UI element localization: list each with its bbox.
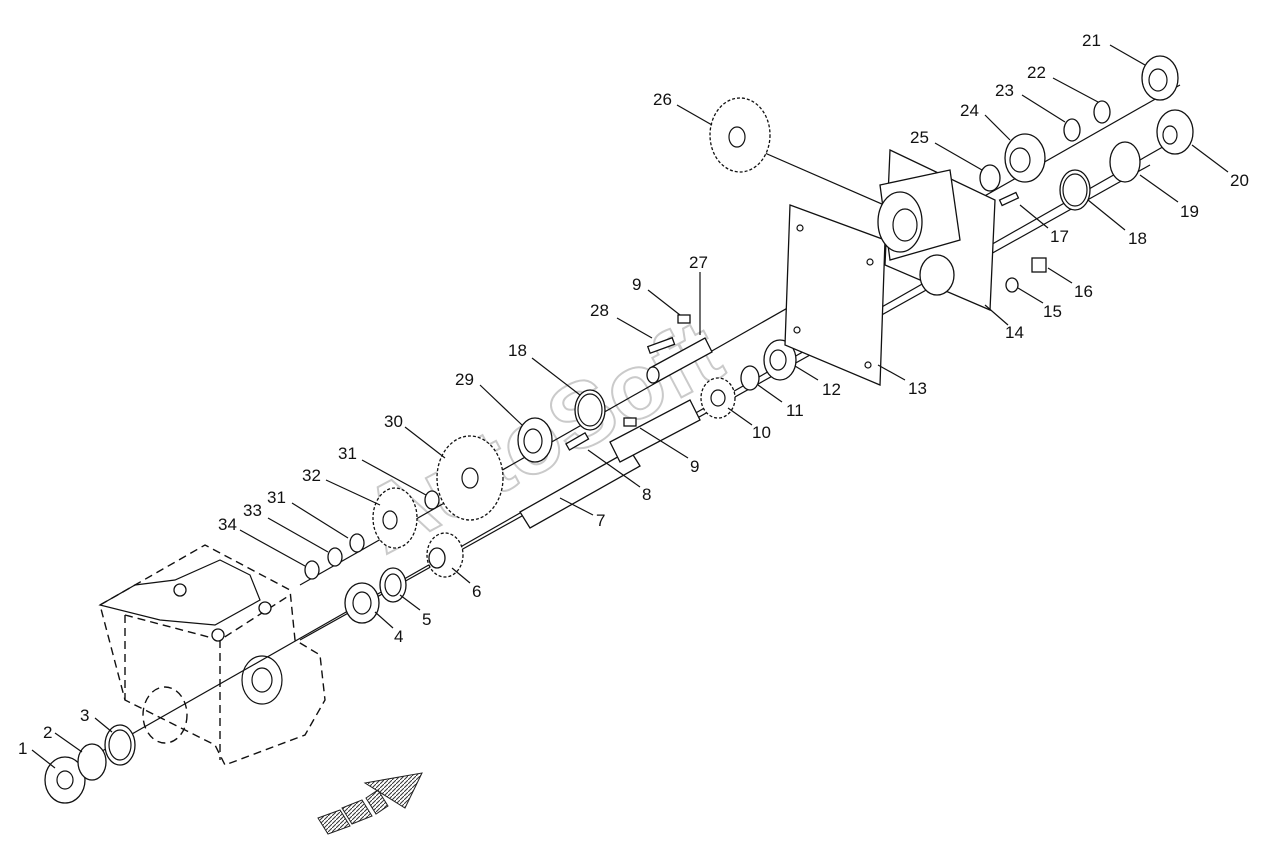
circlip-part-19 <box>1109 141 1141 183</box>
callout-5: 5 <box>422 610 431 629</box>
key-part-28 <box>646 336 676 355</box>
callout-10: 10 <box>752 423 771 442</box>
gasket-part-13 <box>784 204 886 386</box>
ring-part-22 <box>1093 100 1111 124</box>
callout-18-left: 18 <box>508 341 527 360</box>
callout-33: 33 <box>243 501 262 520</box>
callout-25: 25 <box>910 128 929 147</box>
callout-13: 13 <box>908 379 927 398</box>
ring-part-18-right <box>1059 169 1091 211</box>
splined-shaft-part-7 <box>519 399 701 529</box>
callout-6: 6 <box>472 582 481 601</box>
callout-1: 1 <box>18 739 27 758</box>
callout-17: 17 <box>1050 227 1069 246</box>
callout-27: 27 <box>689 253 708 272</box>
key-part-9-upper <box>677 314 691 324</box>
key-part-8 <box>565 432 590 451</box>
bearing-part-24 <box>1004 133 1046 183</box>
callout-21: 21 <box>1082 31 1101 50</box>
callout-4: 4 <box>394 627 403 646</box>
callout-14: 14 <box>1005 323 1024 342</box>
ring-part-34 <box>304 560 320 580</box>
callout-16: 16 <box>1074 282 1093 301</box>
bolt-part-16 <box>1031 257 1047 273</box>
ring-part-23 <box>1063 118 1081 142</box>
seal-part-1 <box>44 756 86 804</box>
ring-part-31-upper <box>424 490 440 510</box>
circlip-part-2 <box>77 743 107 781</box>
callout-3: 3 <box>80 706 89 725</box>
callout-18-right: 18 <box>1128 229 1147 248</box>
leader-lines <box>31 44 1229 769</box>
bevel-pinion-part-6 <box>426 532 464 578</box>
bearing-part-4 <box>344 582 380 624</box>
callout-23: 23 <box>995 81 1014 100</box>
callout-12: 12 <box>822 380 841 399</box>
callout-15: 15 <box>1043 302 1062 321</box>
ring-part-11 <box>740 365 760 391</box>
ring-part-3 <box>104 724 136 766</box>
part-callouts: 1 2 3 4 5 6 7 8 9 9 10 11 12 13 14 15 16… <box>18 31 1249 758</box>
callout-9-upper: 9 <box>632 275 641 294</box>
bevel-gear-part-30 <box>436 435 504 521</box>
seal-part-21 <box>1141 55 1179 101</box>
callout-24: 24 <box>960 101 979 120</box>
ring-part-18-left <box>574 389 606 431</box>
callout-19: 19 <box>1180 202 1199 221</box>
direction-arrow-icon <box>317 772 423 835</box>
callout-31-upper: 31 <box>338 444 357 463</box>
callout-7: 7 <box>596 511 605 530</box>
spacer-part-5 <box>379 567 407 603</box>
ring-part-25 <box>979 164 1001 192</box>
callout-9-lower: 9 <box>690 457 699 476</box>
callout-28: 28 <box>590 301 609 320</box>
shaft-part-27 <box>646 337 713 384</box>
bearing-part-29 <box>517 417 553 463</box>
callout-32: 32 <box>302 466 321 485</box>
callout-34: 34 <box>218 515 237 534</box>
seal-part-20 <box>1156 109 1194 155</box>
gear-part-10 <box>700 377 736 419</box>
bevel-gear-part-32 <box>372 487 418 549</box>
ring-part-33 <box>327 547 343 567</box>
gearbox-housing <box>98 544 326 766</box>
callout-22: 22 <box>1027 63 1046 82</box>
bearing-part-12 <box>763 339 797 381</box>
callout-31-lower: 31 <box>267 488 286 507</box>
callout-8: 8 <box>642 485 651 504</box>
callout-29: 29 <box>455 370 474 389</box>
ring-part-31-lower <box>349 533 365 553</box>
callout-20: 20 <box>1230 171 1249 190</box>
pin-part-17 <box>998 191 1020 207</box>
key-part-9-lower <box>623 417 637 427</box>
callout-30: 30 <box>384 412 403 431</box>
callout-2: 2 <box>43 723 52 742</box>
callout-26: 26 <box>653 90 672 109</box>
washer-part-15 <box>1005 277 1019 293</box>
callout-11: 11 <box>786 401 804 420</box>
cover-part-14 <box>877 148 996 311</box>
gear-part-26 <box>709 97 771 173</box>
